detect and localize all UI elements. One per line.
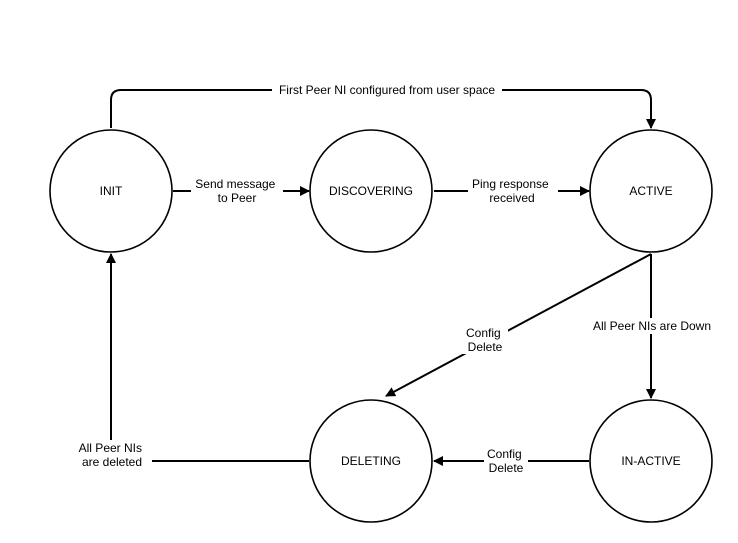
edge-deleting-to-init bbox=[106, 253, 309, 462]
label-discovering-to-active: Ping response received bbox=[472, 177, 552, 205]
state-init: INIT bbox=[49, 129, 173, 253]
label-active-to-deleting: Config Delete bbox=[466, 326, 504, 354]
edge-labels: First Peer NI configured from user space… bbox=[76, 82, 715, 476]
label-inactive-to-deleting: Config Delete bbox=[487, 447, 525, 475]
label-init-to-active: First Peer NI configured from user space bbox=[279, 83, 495, 97]
state-active: ACTIVE bbox=[589, 129, 713, 253]
state-discovering: DISCOVERING bbox=[309, 129, 433, 253]
state-deleting-label: DELETING bbox=[341, 454, 401, 468]
label-deleting-to-init: All Peer NIs are deleted bbox=[79, 441, 146, 469]
states: INIT DISCOVERING ACTIVE DELETING IN-ACTI… bbox=[49, 129, 713, 523]
state-inactive: IN-ACTIVE bbox=[589, 399, 713, 523]
state-inactive-label: IN-ACTIVE bbox=[621, 454, 680, 468]
label-init-to-discovering: Send message to Peer bbox=[195, 177, 278, 205]
state-init-label: INIT bbox=[100, 184, 123, 198]
state-deleting: DELETING bbox=[309, 399, 433, 523]
state-discovering-label: DISCOVERING bbox=[329, 184, 413, 198]
edge-active-to-deleting bbox=[385, 253, 652, 397]
state-active-label: ACTIVE bbox=[629, 184, 672, 198]
label-active-to-inactive: All Peer NIs are Down bbox=[593, 319, 711, 333]
